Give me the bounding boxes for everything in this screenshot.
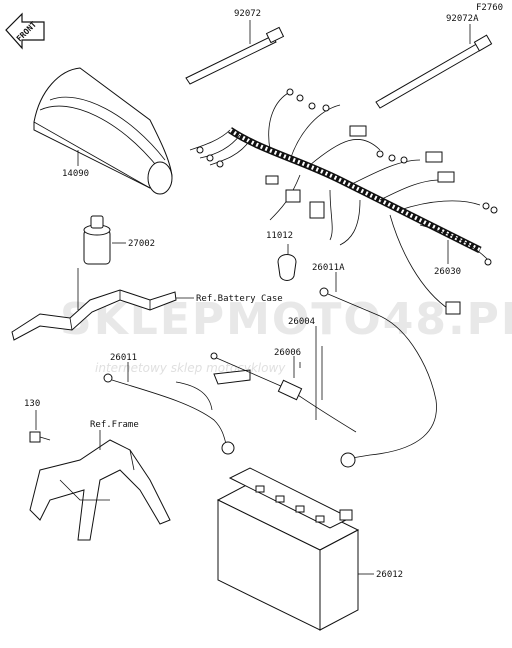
cable-26011 bbox=[103, 362, 235, 455]
label-26030: 26030 bbox=[434, 267, 461, 277]
label-26004: 26004 bbox=[288, 317, 315, 327]
diagram-code: F2760 bbox=[476, 3, 503, 13]
label-92072a: 92072A bbox=[446, 14, 479, 24]
cable-tie-92072 bbox=[185, 20, 285, 85]
relay-27002 bbox=[83, 215, 126, 265]
cable-26011a bbox=[319, 272, 437, 468]
wiring-harness-26030 bbox=[189, 88, 498, 315]
watermark-tagline: internetowy sklep motocyklowy bbox=[95, 361, 286, 375]
front-arrow-icon: FRONT bbox=[5, 12, 45, 50]
label-26012: 26012 bbox=[376, 570, 403, 580]
frame bbox=[29, 430, 171, 541]
label-26006: 26006 bbox=[274, 348, 301, 358]
ref-battery-case: Ref.Battery Case bbox=[196, 294, 283, 304]
ref-frame: Ref.Frame bbox=[90, 420, 139, 430]
battery-case-bracket bbox=[11, 268, 194, 341]
battery-26012 bbox=[216, 467, 374, 631]
label-130: 130 bbox=[24, 399, 40, 409]
label-14090: 14090 bbox=[62, 169, 89, 179]
label-11012: 11012 bbox=[266, 231, 293, 241]
label-26011a: 26011A bbox=[312, 263, 345, 273]
fuse-holder-26004 bbox=[210, 326, 357, 433]
cap-11012 bbox=[277, 244, 297, 281]
label-27002: 27002 bbox=[128, 239, 155, 249]
cable-tie-92072a bbox=[375, 24, 493, 109]
bolt-130 bbox=[29, 410, 51, 443]
label-26011: 26011 bbox=[110, 353, 137, 363]
cover-14090 bbox=[33, 67, 173, 195]
label-92072: 92072 bbox=[234, 9, 261, 19]
